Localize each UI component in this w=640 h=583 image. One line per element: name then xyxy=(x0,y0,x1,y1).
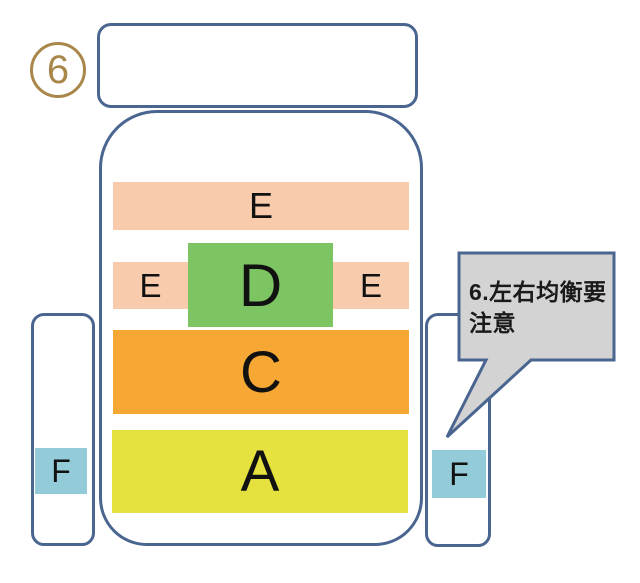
callout-note: 6.左右均衡要 注意 xyxy=(469,277,614,339)
zone-f-left-label: F xyxy=(51,452,71,489)
zone-e-mid-left-label: E xyxy=(139,266,162,304)
zone-e-top-bar: E xyxy=(113,182,409,230)
zone-f-right-label: F xyxy=(449,455,469,492)
zone-d-label: D xyxy=(238,251,283,319)
zone-f-right-square: F xyxy=(432,450,486,498)
zone-c-label: C xyxy=(240,339,282,405)
zone-a-label: A xyxy=(240,439,280,504)
zone-d-block: D xyxy=(188,243,333,327)
callout-note-line1: 6.左右均衡要 xyxy=(469,279,607,305)
zone-e-mid-right-label: E xyxy=(359,266,382,304)
figure-number-text: 6 xyxy=(46,48,70,92)
zone-a-bar: A xyxy=(112,430,408,513)
figure-number-badge: 6 xyxy=(30,42,86,98)
left-pocket-outline xyxy=(31,313,95,546)
zone-e-top-label: E xyxy=(248,185,273,226)
zone-f-left-square: F xyxy=(35,448,87,494)
callout-note-line2: 注意 xyxy=(469,310,516,336)
bag-lid-outline xyxy=(97,23,418,108)
callout-bubble-shape xyxy=(445,251,616,439)
zone-c-bar: C xyxy=(113,330,409,414)
